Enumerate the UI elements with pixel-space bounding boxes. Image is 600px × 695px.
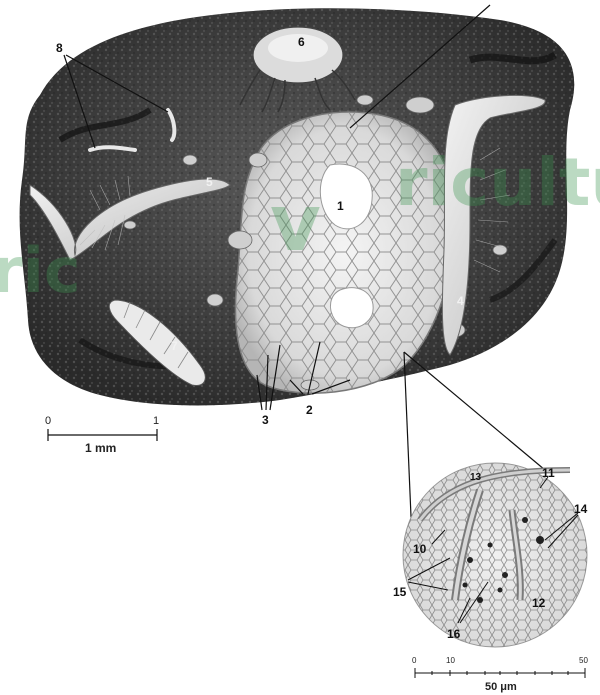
label-12: 12 — [532, 597, 545, 609]
scale-inset-tick-mid: 10 — [446, 657, 455, 665]
scale-bar-main — [48, 429, 157, 441]
label-3: 3 — [262, 414, 269, 426]
watermark-right: ricultur — [395, 150, 600, 216]
scale-inset-tick-end: 50 — [579, 657, 588, 665]
label-15: 15 — [393, 586, 406, 598]
label-11: 11 — [542, 467, 555, 479]
scale-main-tick-start: 0 — [45, 416, 51, 427]
label-16: 16 — [447, 628, 460, 640]
scale-main-label: 1 mm — [85, 442, 116, 454]
label-2: 2 — [306, 404, 313, 416]
scale-main-tick-end: 1 — [153, 416, 159, 427]
label-1: 1 — [337, 200, 344, 212]
label-7: 7 — [171, 340, 178, 352]
label-4: 4 — [457, 295, 464, 307]
inset-magnification — [403, 463, 587, 647]
label-10: 10 — [413, 543, 426, 555]
label-8: 8 — [56, 42, 63, 54]
label-6: 6 — [298, 36, 305, 48]
label-13: 13 — [470, 473, 481, 483]
label-14: 14 — [574, 503, 587, 515]
scale-inset-tick-start: 0 — [412, 657, 416, 665]
scale-inset-label: 50 μm — [485, 682, 517, 693]
label-5: 5 — [206, 176, 213, 188]
watermark-center: v — [270, 185, 321, 263]
scale-bar-inset — [415, 668, 585, 678]
watermark-left: ric — [0, 240, 81, 302]
